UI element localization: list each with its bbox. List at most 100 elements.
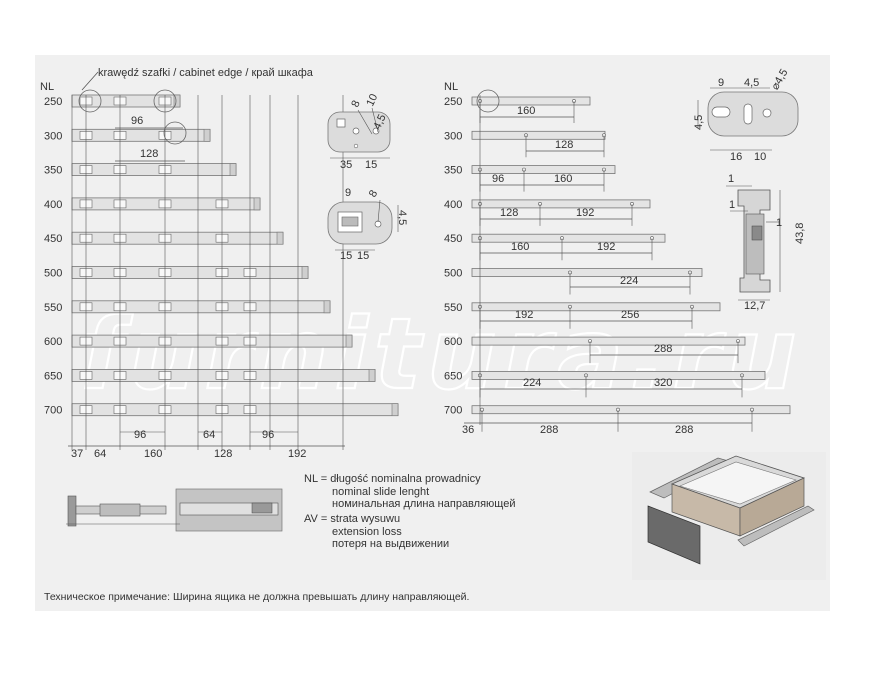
left-bottom-dim: 64 <box>203 429 215 441</box>
d3-dim-4-5: 4,5 <box>744 77 759 89</box>
left-inline-dim-128: 128 <box>140 148 158 160</box>
right-dim-value: 288 <box>654 343 672 355</box>
right-dim-value: 192 <box>515 309 533 321</box>
detail-slot-bracket: 9 4,5 ⌀4,5 4,5 16 10 <box>693 67 799 163</box>
left-bottom-dim: 192 <box>288 448 306 460</box>
d1-dim-15: 15 <box>365 159 377 171</box>
right-dim-value: 192 <box>597 241 615 253</box>
detail-slide-profile: 1 1 1 43,8 12,7 <box>726 173 806 312</box>
right-slide-rail <box>471 268 703 295</box>
mounting-detail <box>66 488 283 532</box>
hole-circle <box>163 121 187 145</box>
d4-dim-1b: 1 <box>729 199 735 211</box>
right-slide-rail <box>471 199 651 226</box>
left-bottom-dim: 96 <box>134 429 146 441</box>
left-row-label: 500 <box>44 268 62 280</box>
left-slide-rail <box>71 128 211 142</box>
right-dim-value: 160 <box>517 105 535 117</box>
right-dim-value: 160 <box>511 241 529 253</box>
right-dim-value: 288 <box>675 424 693 436</box>
right-dim-value: 128 <box>555 139 573 151</box>
d4-dim-12-7: 12,7 <box>744 300 765 312</box>
d1-dim-35: 35 <box>340 159 352 171</box>
left-row-label: 550 <box>44 302 62 314</box>
left-bottom-dim: 37 <box>71 448 83 460</box>
right-dim-value: 128 <box>500 207 518 219</box>
d1-dim-10: 10 <box>364 92 380 108</box>
left-row-label: 350 <box>44 165 62 177</box>
left-inline-dim-96: 96 <box>131 115 143 127</box>
right-row-label: 600 <box>444 336 462 348</box>
left-row-label: 250 <box>44 96 62 108</box>
hole-circle <box>78 89 102 113</box>
d3-dim-10: 10 <box>754 151 766 163</box>
d3-dim-4-5-v: 4,5 <box>693 115 705 130</box>
d3-dim-16: 16 <box>730 151 742 163</box>
left-row-label: 450 <box>44 233 62 245</box>
left-slide-rail <box>71 231 284 245</box>
right-row-label: 650 <box>444 370 462 382</box>
left-bottom-dim: 160 <box>144 448 162 460</box>
right-row-label: 500 <box>444 268 462 280</box>
left-slide-rail <box>71 368 376 382</box>
right-slide-rail <box>471 405 791 432</box>
right-dim-value: 160 <box>554 173 572 185</box>
right-dim-value: 36 <box>462 424 474 436</box>
left-nl-header: NL <box>40 81 54 93</box>
left-row-label: 300 <box>44 130 62 142</box>
d1-dim-8: 8 <box>349 99 362 110</box>
technical-note: Техническое примечание: Ширина ящика не … <box>44 591 469 603</box>
right-row-label: 350 <box>444 165 462 177</box>
left-slide-rail <box>71 94 181 108</box>
right-row-label: 550 <box>444 302 462 314</box>
left-slide-rail <box>71 300 331 314</box>
right-dim-value: 320 <box>654 377 672 389</box>
right-nl-header: NL <box>444 81 458 93</box>
legend-nl-3: номинальная длина направляющей <box>332 498 515 510</box>
d4-dim-43-8: 43,8 <box>794 223 806 244</box>
right-slide-rail <box>471 336 746 364</box>
left-row-label: 400 <box>44 199 62 211</box>
left-bottom-dimensions: 37 64 96 160 64 128 96 192 <box>68 429 345 460</box>
drawer-illustration <box>632 452 826 580</box>
d4-dim-1a: 1 <box>728 173 734 185</box>
left-bottom-dim: 128 <box>214 448 232 460</box>
legend-nl-1: NL = długość nominalna prowadnicy <box>304 473 481 485</box>
left-row-label: 600 <box>44 336 62 348</box>
left-slide-rail <box>71 334 353 348</box>
right-slide-rail <box>471 130 606 158</box>
right-dim-value: 224 <box>620 275 638 287</box>
right-dim-value: 224 <box>523 377 541 389</box>
right-row-label: 450 <box>444 233 462 245</box>
legend-av-1: AV = strata wysuwu <box>304 513 400 525</box>
left-bottom-dim: 64 <box>94 448 106 460</box>
d3-dim-dia: ⌀4,5 <box>769 67 790 92</box>
d1-dim-4-5: 4,5 <box>371 113 388 132</box>
detail-rear-bracket: 9 8 4,5 15 15 <box>327 187 408 262</box>
left-slide-rail <box>71 403 399 417</box>
left-slide-rail <box>71 266 309 279</box>
right-row-label: 250 <box>444 96 462 108</box>
right-dim-value: 96 <box>492 173 504 185</box>
d2-dim-4-5: 4,5 <box>396 210 408 225</box>
right-slide-rail <box>471 233 666 261</box>
left-row-label: 700 <box>44 405 62 417</box>
hole-circle <box>153 89 177 113</box>
detail-front-bracket: 8 10 4,5 35 15 <box>327 92 391 171</box>
left-slide-rail <box>71 163 237 177</box>
d2-dim-15b: 15 <box>357 250 369 262</box>
right-dim-value: 256 <box>621 309 639 321</box>
d2-dim-9: 9 <box>345 187 351 199</box>
cabinet-edge-leader <box>81 71 99 91</box>
legend-av-3: потеря на выдвижении <box>332 538 449 550</box>
left-hole-lines <box>71 95 344 450</box>
d2-dim-15a: 15 <box>340 250 352 262</box>
right-dim-value: 288 <box>540 424 558 436</box>
cabinet-edge-label: krawędź szafki / cabinet edge / край шка… <box>98 67 314 79</box>
right-row-label: 400 <box>444 199 462 211</box>
d3-dim-9: 9 <box>718 77 724 89</box>
left-bottom-dim: 96 <box>262 429 274 441</box>
hole-circle <box>476 89 500 113</box>
